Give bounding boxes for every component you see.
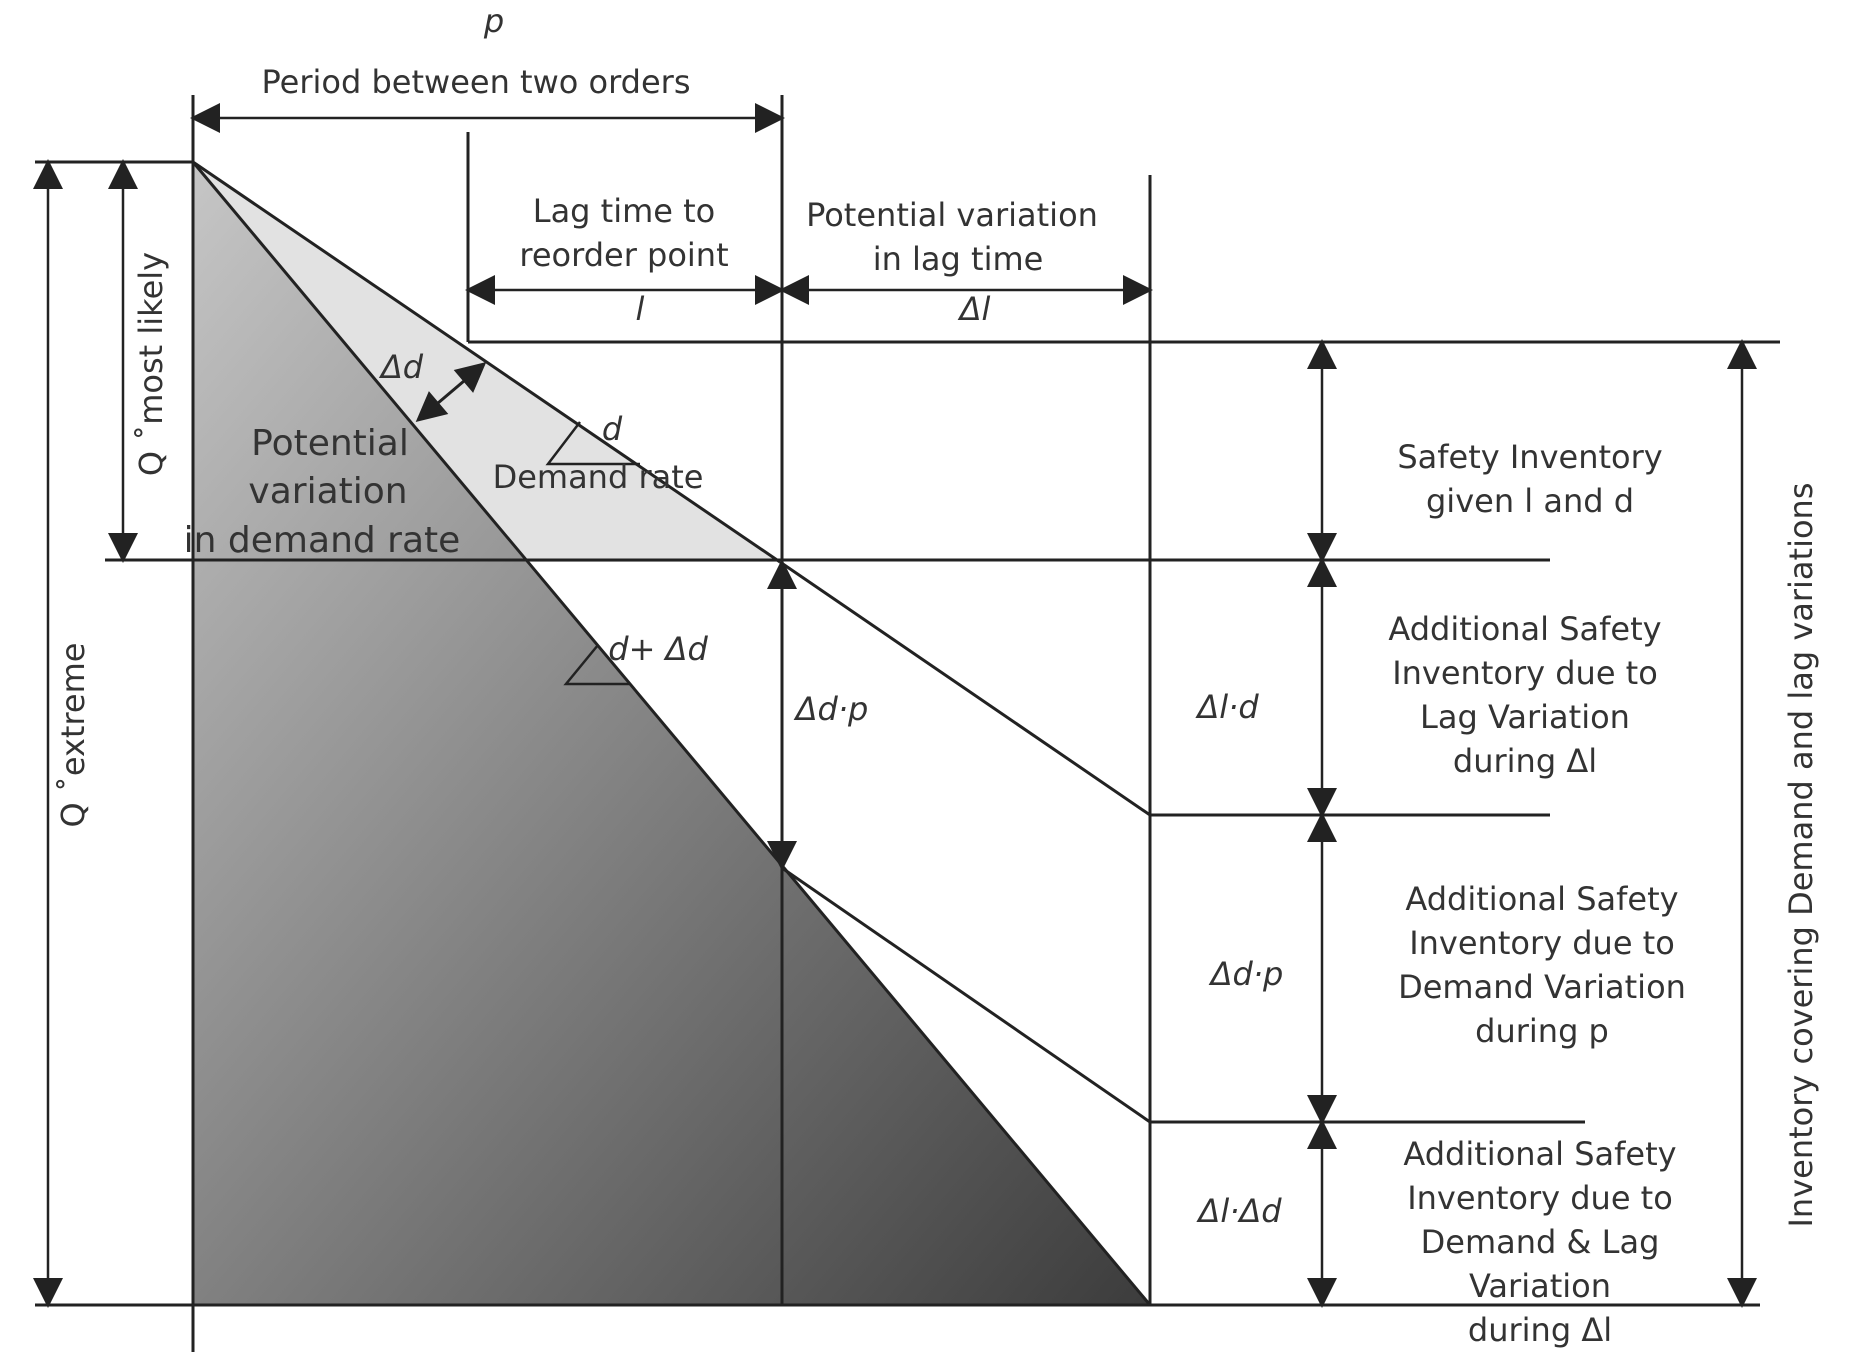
q-extreme-label: Q ˚extreme	[54, 643, 92, 828]
inventory-depletion-region	[193, 162, 1150, 1305]
delta-d-arrow	[415, 362, 487, 422]
segment-dl-dd-label: Δl·Δd	[1195, 1192, 1282, 1230]
lag-text-line1: Additional Safety	[1388, 610, 1661, 648]
demand-variation-line	[781, 866, 1151, 1124]
middle-delta-d-p-label: Δd·p	[793, 690, 869, 728]
total-inventory-label: Inventory covering Demand and lag variat…	[1782, 482, 1820, 1227]
both-text-line1: Additional Safety	[1403, 1135, 1676, 1173]
dem-text-line2: Inventory due to	[1409, 924, 1675, 962]
demand-rate-slope-triangle	[545, 421, 640, 466]
period-label: Period between two orders	[262, 63, 691, 101]
dem-text-line4: during p	[1475, 1012, 1609, 1050]
both-text-line5: during Δl	[1468, 1311, 1612, 1349]
lag-text-line4: during Δl	[1453, 742, 1597, 780]
both-text-line4: Variation	[1469, 1267, 1611, 1305]
lag-text-line3: Lag Variation	[1420, 698, 1630, 736]
lag-variation-line	[779, 560, 1151, 817]
segment-dl-d-label: Δl·d	[1194, 688, 1259, 726]
both-text-line3: Demand & Lag	[1421, 1223, 1660, 1261]
demand-variation-line3: in demand rate	[184, 520, 461, 561]
extreme-demand-line	[191, 161, 1152, 1306]
both-text-line2: Inventory due to	[1407, 1179, 1673, 1217]
lag-label-line1: Lag time to	[533, 192, 716, 230]
demand-variation-line1: Potential	[251, 423, 409, 464]
safety-text-line2: given l and d	[1426, 482, 1634, 520]
p-symbol: p	[483, 2, 504, 40]
q-most-likely-label: Q ˚most likely	[132, 252, 170, 476]
delta-d-label: Δd	[378, 348, 424, 386]
lag-symbol: l	[636, 290, 645, 328]
lag-variation-label-line1: Potential variation	[806, 196, 1098, 234]
d-plus-delta-d-label: d+ Δd	[608, 630, 708, 668]
safety-text-line1: Safety Inventory	[1397, 438, 1662, 476]
demand-rate-line	[192, 160, 781, 564]
lag-variation-label-line2: in lag time	[873, 240, 1044, 278]
lag-label-line2: reorder point	[519, 236, 728, 274]
segment-dd-p-label: Δd·p	[1208, 955, 1284, 993]
demand-rate-label: Demand rate	[493, 458, 704, 496]
dem-text-line3: Demand Variation	[1398, 968, 1686, 1006]
demand-variation-line2: variation	[248, 471, 407, 512]
d-label: d	[602, 410, 623, 448]
lag-variation-symbol: Δl	[957, 290, 991, 328]
lag-text-line2: Inventory due to	[1392, 654, 1658, 692]
dem-text-line1: Additional Safety	[1405, 880, 1678, 918]
extreme-rate-slope-triangle	[563, 644, 630, 686]
